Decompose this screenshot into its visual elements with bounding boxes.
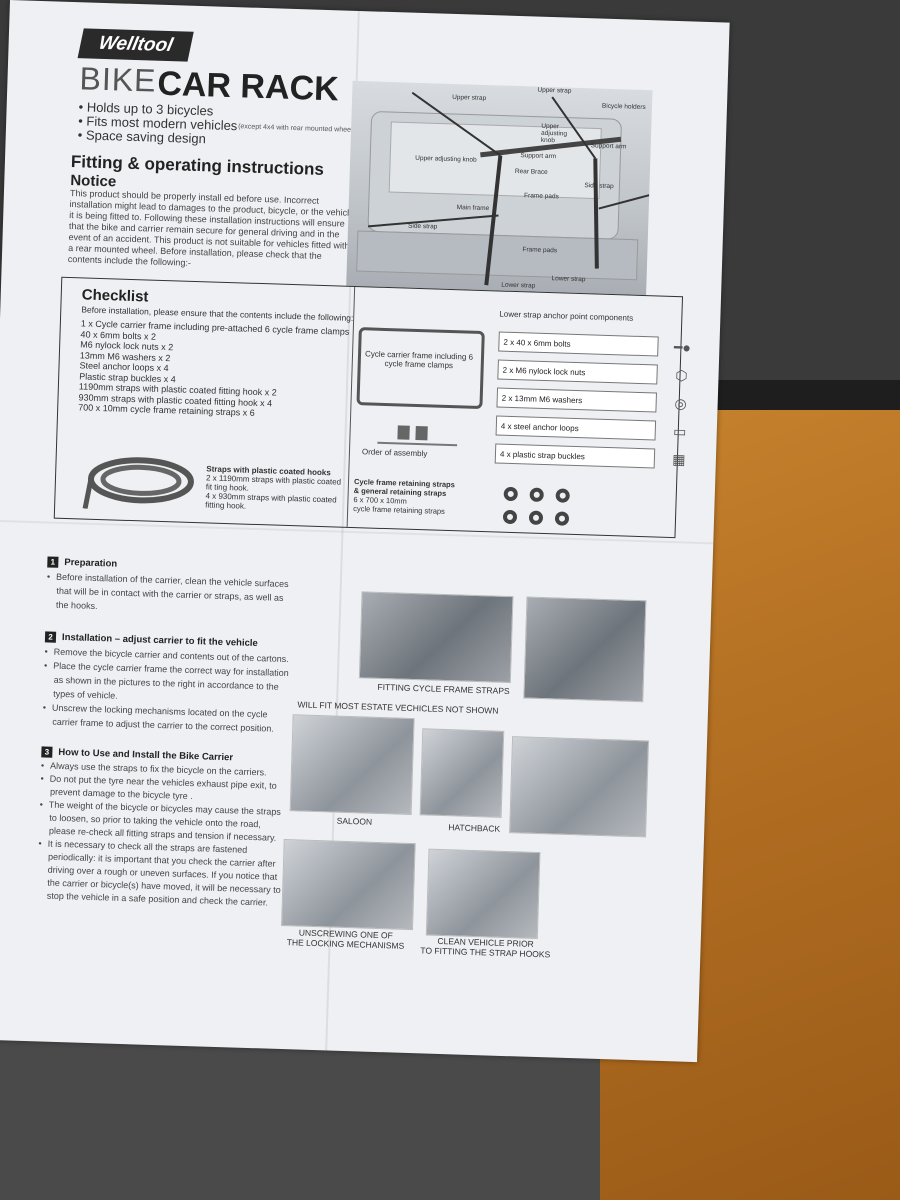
- photo-cleaning: [425, 848, 541, 940]
- photo-saloon: [289, 714, 415, 816]
- caption-unscrewing: UNSCREWING ONE OF THE LOCKING MECHANISMS: [280, 927, 411, 951]
- frame-caption: Cycle carrier frame including 6 cycle fr…: [364, 349, 474, 371]
- washer-icon: ◎: [674, 395, 688, 412]
- straps-caption-2: 4 x 930mm straps with plastic coated fit…: [205, 491, 337, 511]
- lbl-frame-pads-2: Frame pads: [522, 246, 558, 255]
- caption-saloon: SALOON: [336, 815, 373, 827]
- feature-3: • Space saving design: [77, 127, 207, 147]
- component-row: 4 x plastic strap buckles: [494, 443, 656, 469]
- lbl-upper-strap-1: Upper strap: [452, 93, 487, 103]
- caption-hatchback: HATCHBACK: [448, 822, 501, 834]
- photo-hatchback: [419, 728, 505, 818]
- components-title: Lower strap anchor point components: [499, 309, 634, 323]
- feature-note: (except 4x4 with rear mounted wheel): [238, 123, 355, 134]
- section-item: Before installation of the carrier, clea…: [56, 570, 297, 620]
- retaining-strap-coil: [555, 488, 570, 503]
- photo-fitting-closeup: [523, 596, 647, 703]
- photo-estate: [509, 736, 650, 838]
- component-row: 4 x steel anchor loops: [495, 415, 657, 441]
- nut-icon: ⬡: [675, 367, 688, 384]
- brand-logo: Welltool: [77, 28, 194, 62]
- lbl-bicycle-holders: Bicycle holders: [601, 102, 646, 112]
- lbl-support-arm-1: Support arm: [590, 142, 627, 151]
- straps-caption-1: 2 x 1190mm straps with plastic coated fi…: [205, 473, 342, 493]
- section-heading: Preparation: [64, 556, 118, 570]
- lbl-upper-strap-2: Upper strap: [537, 86, 572, 95]
- lbl-lower-strap-2: Lower strap: [501, 281, 536, 290]
- photo-unscrewing: [281, 839, 416, 931]
- section-preparation: 1 Preparation Before installation of the …: [46, 556, 298, 619]
- lbl-frame-pads-1: Frame pads: [523, 192, 559, 201]
- section-number: 1: [47, 556, 59, 568]
- retaining-strap-coil: [554, 511, 570, 526]
- lbl-upper-adj-knob-small: Upper adjusting knob: [540, 122, 568, 145]
- checklist-title: Checklist: [81, 286, 149, 306]
- caption-fitting: FITTING CYCLE FRAME STRAPS: [377, 681, 510, 697]
- buckle-icon: ▦: [672, 451, 686, 468]
- retaining-strap-coil: [502, 509, 518, 525]
- car-rack-diagram: Upper strap Upper strap Bicycle holders …: [346, 80, 653, 296]
- straps-caption: Straps with plastic coated hooks 2 x 119…: [205, 464, 346, 513]
- caption-estate: WILL FIT MOST ESTATE VECHICLES NOT SHOWN: [297, 699, 499, 716]
- coiled-straps-image: [82, 457, 194, 510]
- section-number: 2: [44, 631, 57, 643]
- assembly-parts-image: [377, 425, 458, 447]
- caption-clean: CLEAN VEHICLE PRIOR TO FITTING THE STRAP…: [420, 935, 551, 960]
- checklist-box: Checklist Before installation, please en…: [53, 276, 691, 539]
- section-items: Before installation of the carrier, clea…: [46, 569, 297, 619]
- table-edge: [700, 380, 900, 410]
- retaining-strap-coil: [528, 510, 544, 525]
- checklist-items: 1 x Cycle carrier frame including pre-at…: [78, 318, 351, 421]
- title-light: BIKE: [79, 60, 158, 99]
- section-items: Always use the straps to fix the bicycle…: [37, 759, 291, 910]
- lbl-support-arm-2: Support arm: [520, 152, 557, 161]
- section-number: 3: [41, 746, 53, 758]
- retaining-caption-4: cycle frame retaining straps: [353, 504, 445, 516]
- retaining-strap-coil: [529, 487, 544, 503]
- lbl-lower-strap-1: Lower strap: [551, 275, 586, 284]
- section-item: It is necessary to check all the straps …: [47, 838, 289, 911]
- photo-fitting-straps: [358, 591, 514, 684]
- retaining-caption: Cycle frame retaining straps & general r…: [353, 477, 494, 517]
- notice-text: This product should be properly install …: [67, 187, 355, 268]
- retaining-strap-coil: [503, 486, 518, 502]
- instruction-sheet: Welltool BIKE CAR RACK • Holds up to 3 b…: [0, 0, 730, 1062]
- bolt-icon: ━●: [673, 339, 692, 356]
- component-row: 2 x 13mm M6 washers: [496, 387, 657, 413]
- lbl-rear-brace: Rear Brace: [514, 167, 548, 176]
- component-row: 2 x M6 nylock lock nuts: [497, 359, 658, 385]
- lbl-side-strap-1: Side strap: [584, 182, 614, 191]
- lbl-side-strap-2: Side strap: [407, 222, 438, 231]
- section-item: Place the cycle carrier frame the correc…: [53, 659, 294, 709]
- component-row: 2 x 40 x 6mm bolts: [498, 331, 659, 357]
- order-caption: Order of assembly: [361, 447, 428, 459]
- lbl-main-frame: Main frame: [456, 204, 490, 213]
- anchor-loop-icon: ▭: [672, 423, 687, 440]
- section-items: Remove the bicycle carrier and contents …: [42, 644, 295, 736]
- car-rack-drawing: [356, 91, 650, 286]
